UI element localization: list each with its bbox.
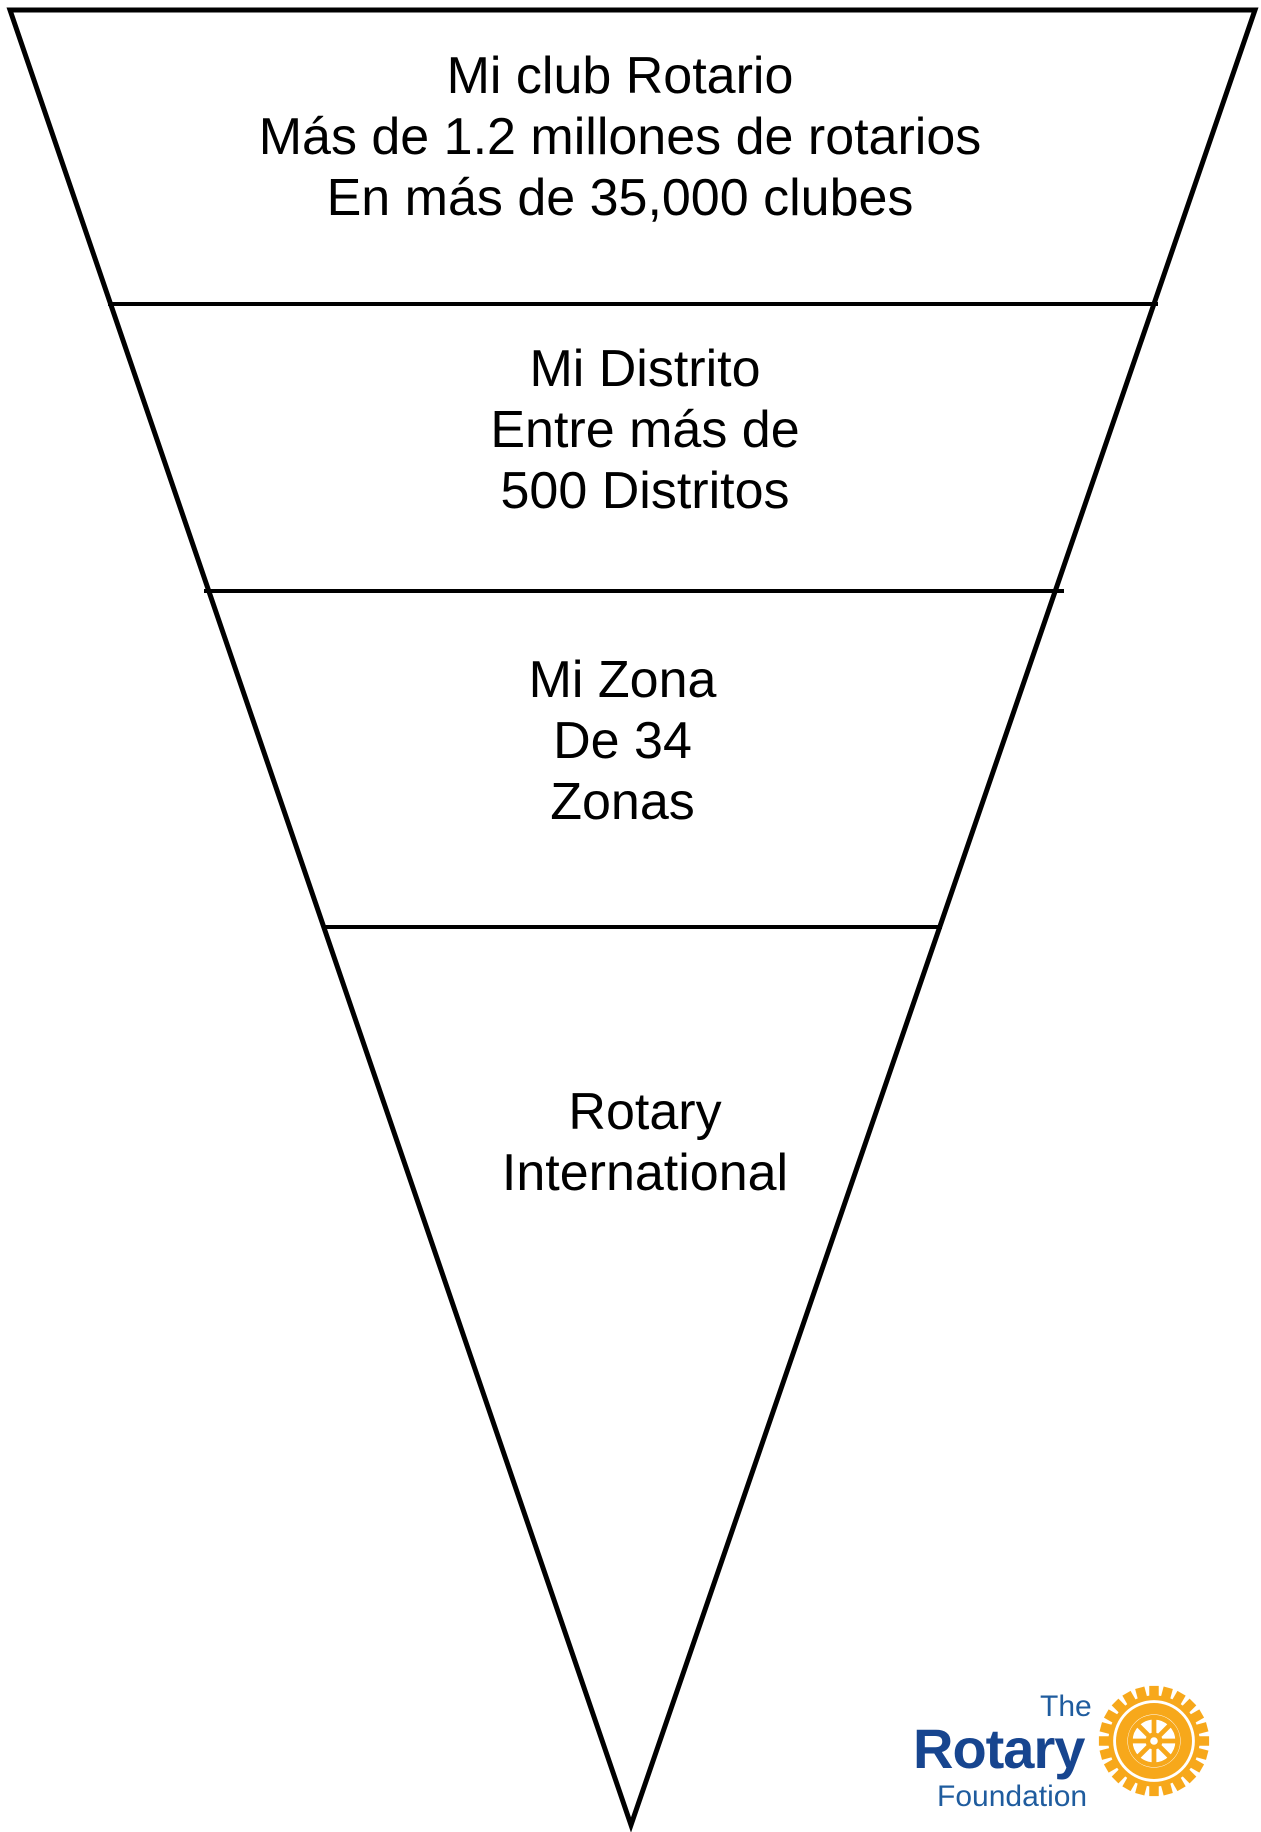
tier-distrito-line-1: Mi Distrito (529, 340, 761, 398)
tier-zona-line-2: De 34 (553, 712, 692, 770)
wheel-tooth (1149, 1685, 1159, 1700)
tier-distrito-label: Mi Distrito Entre más de 500 Distritos (250, 339, 1040, 522)
tier-zona-label: Mi Zona De 34 Zonas (300, 650, 945, 833)
tier-rotary-international-label: Rotary International (390, 1082, 900, 1204)
logo-rotary-wordmark: Rotary (913, 1717, 1085, 1780)
tier-distrito-line-3: 500 Distritos (500, 462, 790, 520)
tier-ri-line-1: Rotary (568, 1083, 722, 1141)
rotary-wheel-icon (1098, 1685, 1210, 1797)
rotary-foundation-logo: The Rotary Foundation (905, 1680, 1215, 1820)
tier-zona-line-3: Zonas (550, 773, 695, 831)
tier-club-line-2: Más de 1.2 millones de rotarios (258, 108, 982, 166)
tier-distrito-line-2: Entre más de (490, 401, 800, 459)
tier-club-label: Mi club Rotario Más de 1.2 millones de r… (120, 46, 1120, 229)
logo-foundation-text: Foundation (937, 1780, 1088, 1813)
tier-zona-line-1: Mi Zona (528, 651, 717, 709)
tier-club-line-3: En más de 35,000 clubes (326, 169, 914, 227)
triangle-outline (6, 7, 1259, 1832)
logo-the-text: The (1040, 1690, 1092, 1723)
tier-ri-line-2: International (501, 1144, 789, 1202)
wheel-tooth (1149, 1782, 1159, 1797)
tier-club-line-1: Mi club Rotario (446, 47, 794, 105)
